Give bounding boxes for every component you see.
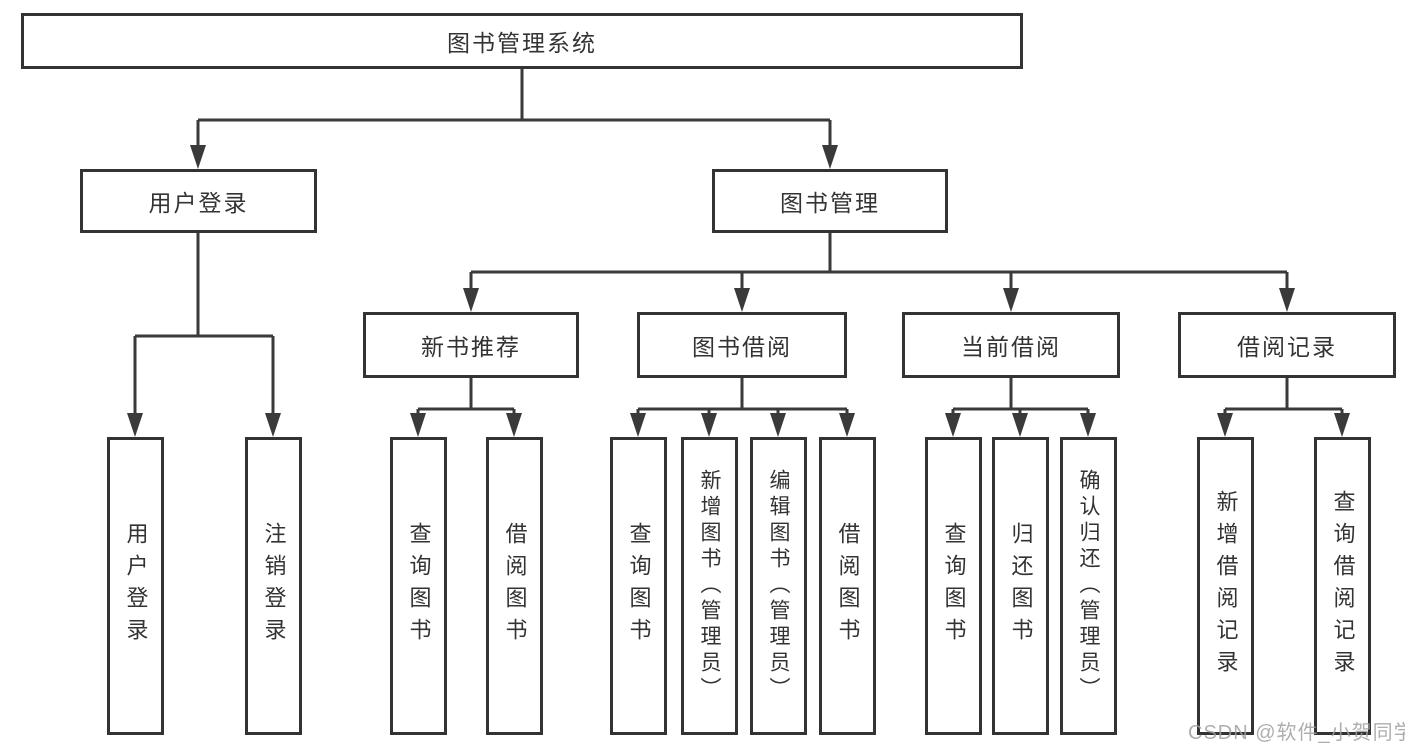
leaf-user-login: 用户登录 xyxy=(107,437,164,735)
node-current-borrow-label: 当前借阅 xyxy=(961,334,1061,360)
leaf-borrow-borrow-books-label: 借阅图书 xyxy=(835,522,861,650)
leaf-recommend-query-books: 查询图书 xyxy=(390,437,447,735)
node-root-system: 图书管理系统 xyxy=(21,13,1023,69)
leaf-records-add-record-label: 新增借阅记录 xyxy=(1213,490,1239,682)
branch-user-login xyxy=(133,233,275,414)
node-book-management: 图书管理 xyxy=(712,169,948,233)
leaf-current-query-books-label: 查询图书 xyxy=(941,522,967,650)
leaf-borrow-query-books: 查询图书 xyxy=(610,437,667,735)
node-new-book-recommend-label: 新书推荐 xyxy=(421,334,521,360)
node-current-borrow: 当前借阅 xyxy=(902,312,1120,378)
leaf-logout: 注销登录 xyxy=(245,437,302,735)
leaf-records-query-record: 查询借阅记录 xyxy=(1314,437,1371,735)
node-borrow-records: 借阅记录 xyxy=(1178,312,1396,378)
node-user-login: 用户登录 xyxy=(80,169,317,233)
leaf-current-return-books: 归还图书 xyxy=(992,437,1049,735)
leaf-borrow-query-books-label: 查询图书 xyxy=(626,522,652,650)
leaf-borrow-borrow-books: 借阅图书 xyxy=(819,437,876,735)
leaf-recommend-query-books-label: 查询图书 xyxy=(406,522,432,650)
leaf-records-add-record: 新增借阅记录 xyxy=(1197,437,1254,735)
branch-root xyxy=(196,69,832,146)
node-root-system-label: 图书管理系统 xyxy=(447,30,597,56)
leaf-current-query-books: 查询图书 xyxy=(925,437,982,735)
node-book-management-label: 图书管理 xyxy=(780,190,880,216)
leaf-logout-label: 注销登录 xyxy=(261,522,287,650)
leaf-current-return-books-label: 归还图书 xyxy=(1008,522,1034,650)
node-borrow-records-label: 借阅记录 xyxy=(1237,334,1337,360)
leaf-recommend-borrow-books: 借阅图书 xyxy=(486,437,543,735)
node-book-borrow: 图书借阅 xyxy=(637,312,847,378)
leaf-borrow-add-books-admin: 新增图书（管理员） xyxy=(681,437,738,735)
leaf-borrow-edit-books-admin: 编辑图书（管理员） xyxy=(750,437,807,735)
branch-new-book-recommend xyxy=(416,378,516,414)
branch-book-borrow xyxy=(636,378,849,414)
branch-book-management xyxy=(469,233,1289,289)
branch-current-borrow xyxy=(951,378,1090,414)
leaf-current-confirm-return-admin: 确认归还（管理员） xyxy=(1060,437,1117,735)
leaf-borrow-edit-books-admin-label: 编辑图书（管理员） xyxy=(767,469,790,703)
leaf-user-login-label: 用户登录 xyxy=(123,522,149,650)
branch-borrow-records xyxy=(1223,378,1344,414)
node-user-login-label: 用户登录 xyxy=(148,190,249,216)
node-book-borrow-label: 图书借阅 xyxy=(692,334,792,360)
leaf-recommend-borrow-books-label: 借阅图书 xyxy=(502,522,528,650)
leaf-borrow-add-books-admin-label: 新增图书（管理员） xyxy=(698,469,721,703)
leaf-current-confirm-return-admin-label: 确认归还（管理员） xyxy=(1077,469,1100,703)
arrowheads xyxy=(127,145,1350,437)
node-new-book-recommend: 新书推荐 xyxy=(363,312,579,378)
leaf-records-query-record-label: 查询借阅记录 xyxy=(1330,490,1356,682)
watermark-text: CSDN @软件_小贺同学 xyxy=(1188,722,1405,744)
